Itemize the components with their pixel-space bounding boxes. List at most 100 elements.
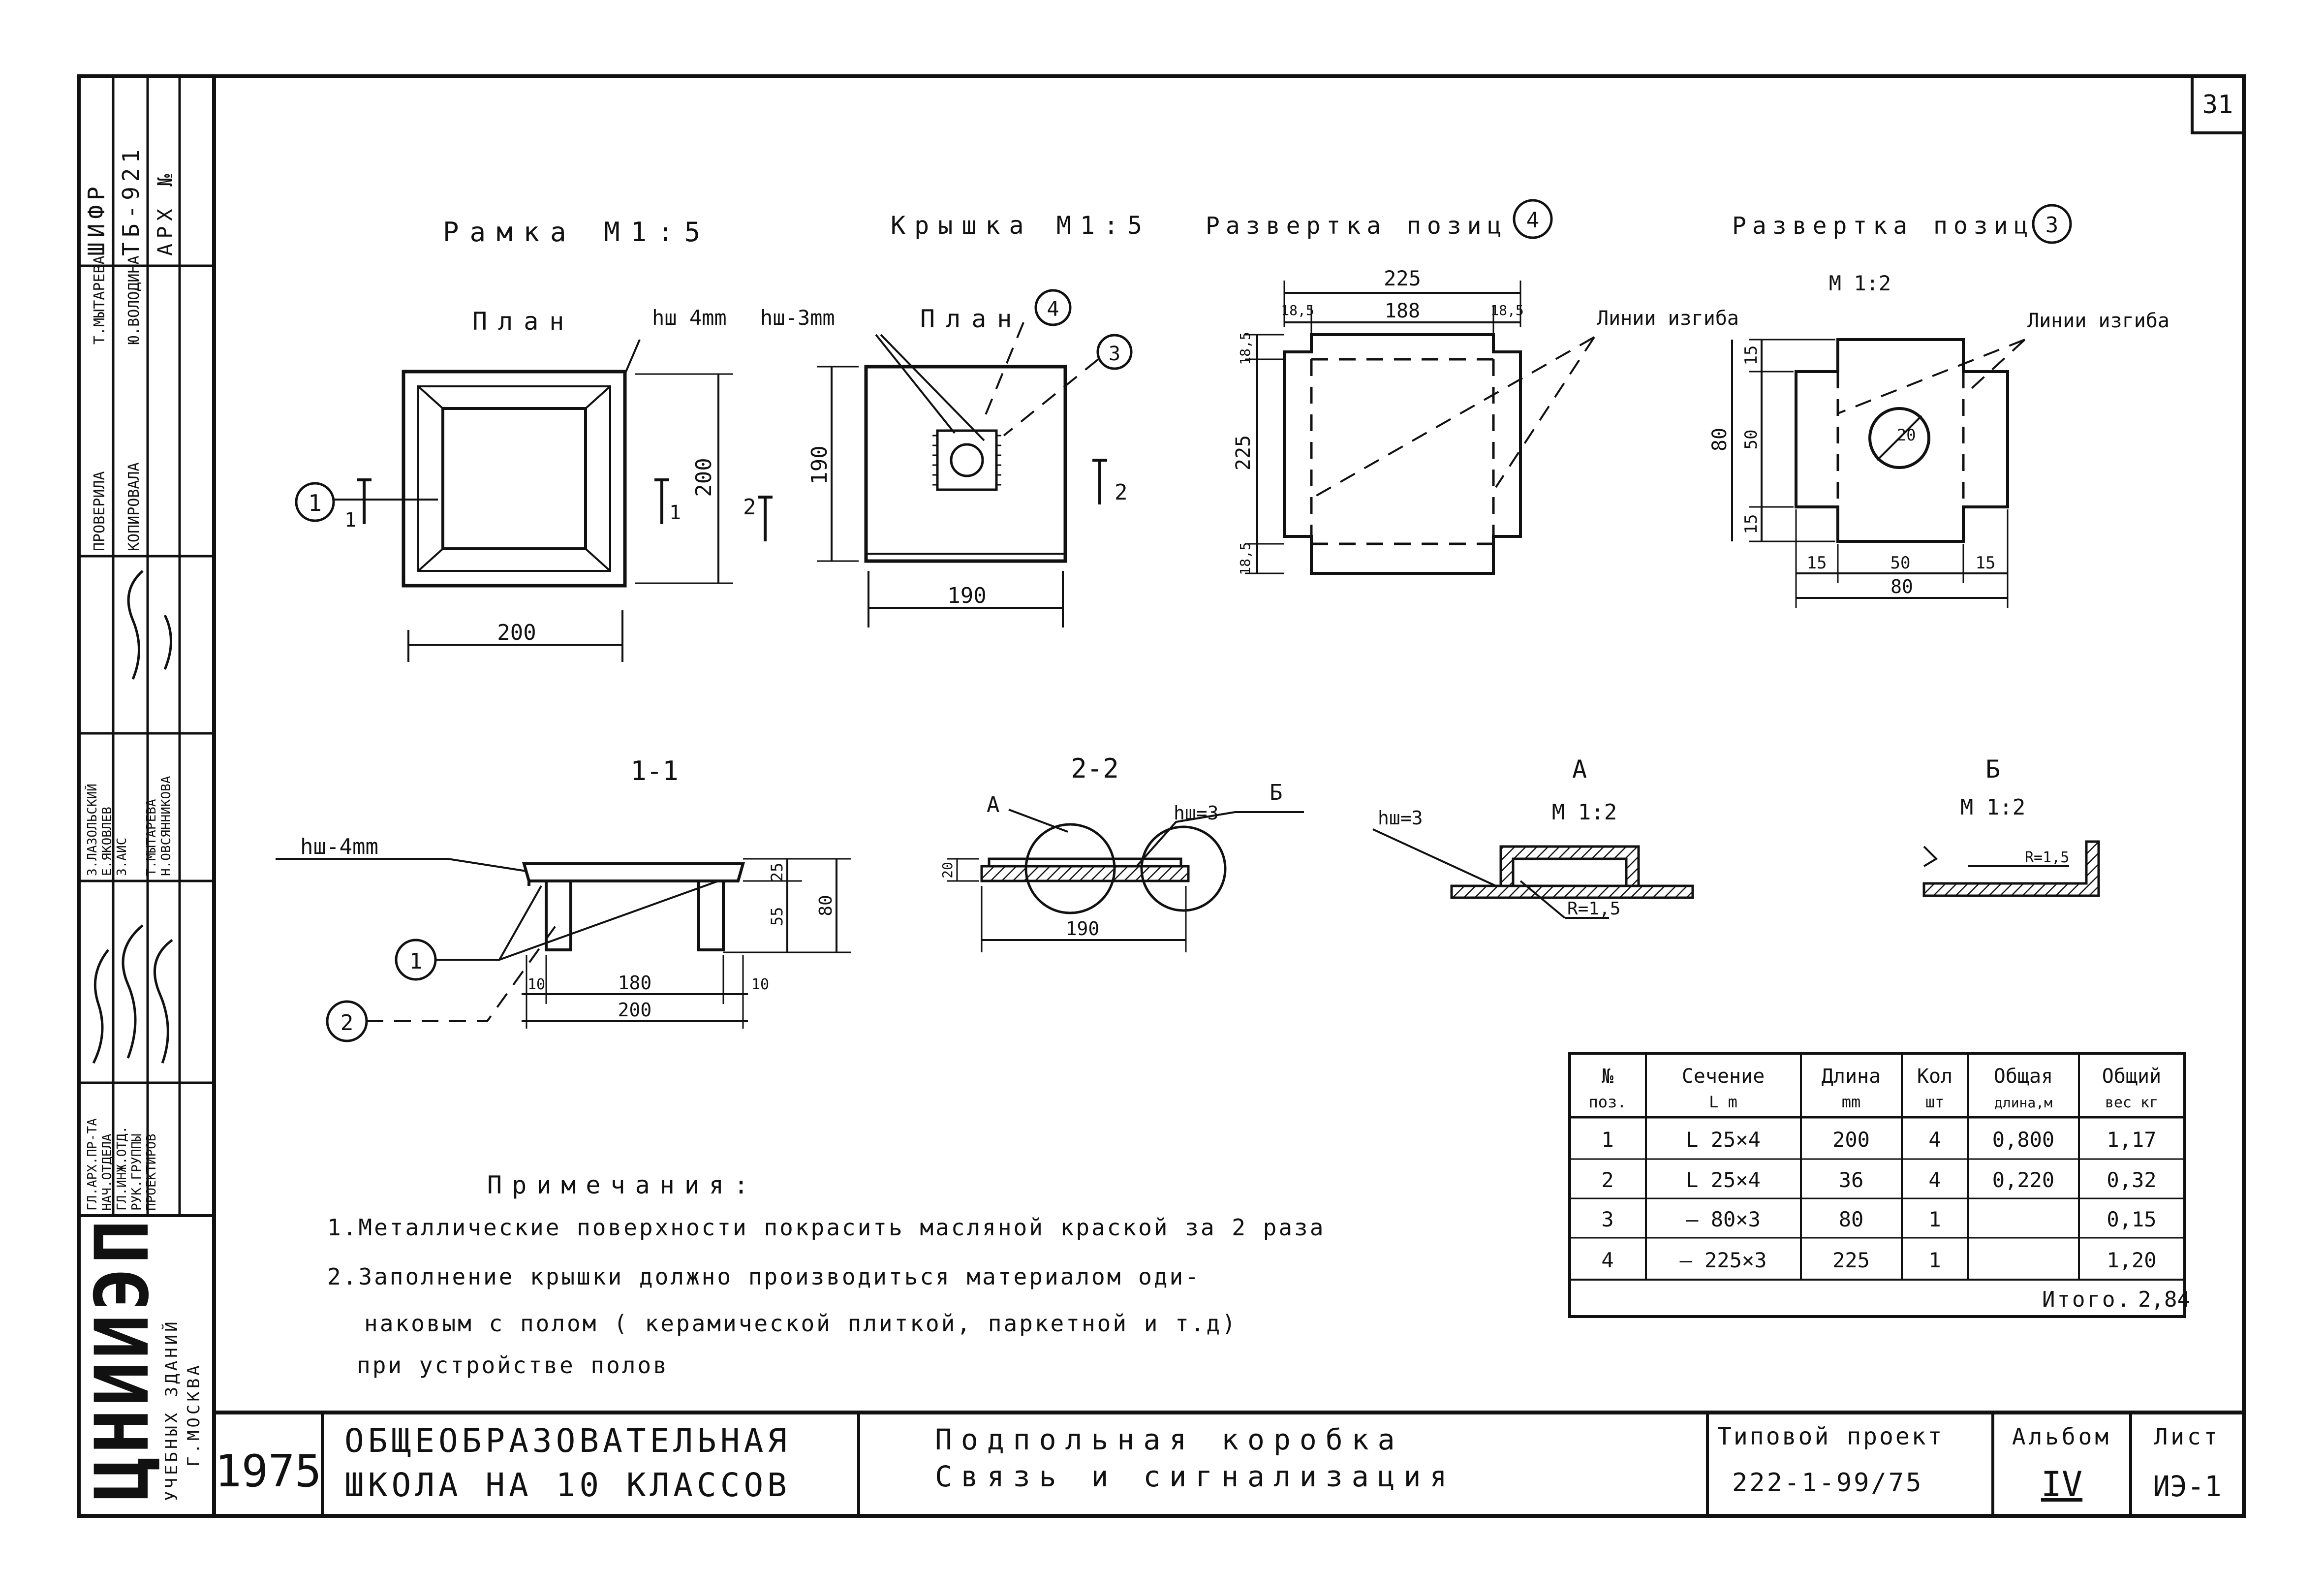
th: длина,м bbox=[1994, 1095, 2052, 1111]
frame-hw: hш 4mm bbox=[652, 306, 727, 330]
th: шт bbox=[1925, 1093, 1945, 1111]
unfold4-dim-c: 18,5 bbox=[1490, 302, 1523, 318]
s11-marker1: 1 bbox=[409, 949, 423, 974]
s11-dim-180: 180 bbox=[618, 972, 652, 994]
org-line2: Г.МОСКВА bbox=[184, 1362, 204, 1467]
s11-dim-25: 25 bbox=[768, 863, 786, 882]
notes-line: наковым с полом ( керамической плиткой, … bbox=[364, 1310, 1238, 1337]
table-total-value: 2,84 bbox=[2138, 1287, 2190, 1312]
notes-line: 2.Заполнение крышки должно производиться… bbox=[327, 1263, 1201, 1290]
section-2-2: 2-2 А Б hш=3 20 190 bbox=[939, 753, 1304, 952]
notes-line: 1.Металлические поверхности покрасить ма… bbox=[327, 1214, 1325, 1241]
th: Длина bbox=[1822, 1065, 1881, 1088]
stamp-name: Т.МЫТАРЕВА bbox=[144, 799, 159, 876]
da-hw: hш=3 bbox=[1378, 807, 1423, 829]
td: 1,20 bbox=[2107, 1248, 2156, 1272]
s11-marker2: 2 bbox=[341, 1010, 354, 1036]
unfold4-dim-h-top: 18,5 bbox=[1237, 332, 1253, 365]
s11-dim-10a: 10 bbox=[527, 976, 545, 993]
unfold3-marker: 3 bbox=[2045, 213, 2059, 238]
album-value: IV bbox=[2041, 1464, 2082, 1505]
table-row: 1 L 25×4 200 4 0,800 1,17 bbox=[1601, 1128, 2156, 1152]
td: 36 bbox=[1839, 1168, 1864, 1192]
td: 4 bbox=[1928, 1168, 1941, 1192]
org-line1: УЧЕБНЫХ ЗДАНИЙ bbox=[161, 1319, 182, 1501]
s11-title: 1-1 bbox=[630, 755, 679, 786]
cover-hw: hш-3mm bbox=[760, 306, 835, 330]
td: 1 bbox=[1928, 1207, 1941, 1231]
da-radius: R=1,5 bbox=[1567, 899, 1620, 919]
frame-dim-h: 200 bbox=[691, 458, 716, 497]
view-frame-plan: Рамка М1:5 План hш 4mm 200 200 1 1 1 bbox=[295, 217, 733, 662]
school-line2: ШКОЛА НА 10 КЛАССОВ bbox=[344, 1466, 791, 1504]
notes: Примечания: 1.Металлические поверхности … bbox=[327, 1171, 1325, 1379]
da-scale: М 1:2 bbox=[1552, 800, 1617, 825]
s11-dim-200: 200 bbox=[618, 999, 652, 1021]
project-value: 222-1-99/75 bbox=[1732, 1468, 1923, 1498]
unfold4-dim-b: 188 bbox=[1385, 300, 1420, 322]
stamp-name: Е.ЯКОВЛЕВ bbox=[100, 807, 115, 876]
th: № bbox=[1602, 1065, 1613, 1088]
stamp-arch-no: АРХ № bbox=[153, 169, 177, 256]
unfold3-dim-h-bot: 15 bbox=[1741, 514, 1761, 534]
th: Общая bbox=[1994, 1065, 2053, 1088]
sheet-value: ИЭ-1 bbox=[2153, 1470, 2222, 1503]
db-title: Б bbox=[1985, 755, 2000, 784]
unfold3-dim-total: 80 bbox=[1890, 576, 1913, 597]
s22-detail-b: Б bbox=[1270, 780, 1283, 805]
notes-line: при устройстве полов bbox=[357, 1352, 669, 1379]
album-label: Альбом bbox=[2012, 1423, 2111, 1450]
view-unfold-4: Развертка позиц 4 225 18,5 188 18,5 18,5… bbox=[1206, 199, 1739, 575]
td: 200 bbox=[1832, 1128, 1870, 1152]
unfold3-dim-h-mid: 50 bbox=[1741, 430, 1761, 450]
stamp-name: З.ЛАЗОЛЬСКИЙ bbox=[84, 784, 100, 876]
unfold3-dim-a: 15 bbox=[1807, 553, 1827, 573]
s11-dim-80: 80 bbox=[816, 895, 836, 916]
td: 1 bbox=[1601, 1128, 1613, 1152]
td: 1,17 bbox=[2107, 1128, 2156, 1152]
s11-hw: hш-4mm bbox=[300, 834, 378, 859]
td: 4 bbox=[1601, 1248, 1613, 1272]
frame-cut-right: 1 bbox=[669, 502, 681, 524]
side-stamp: ШИФР ТБ-921 АРХ № ПРОВЕРИЛА КОПИРОВАЛА Т… bbox=[79, 76, 214, 1501]
td: — 80×3 bbox=[1686, 1207, 1761, 1231]
cover-title: Крышка М1:5 bbox=[891, 211, 1151, 240]
cover-dim-w: 190 bbox=[947, 583, 986, 608]
cover-plan-label: План bbox=[920, 305, 1023, 333]
stamp-role: РУК.ГРУППЫ bbox=[129, 1133, 144, 1211]
spec-table: № поз. Сечение L m Длина mm Кол шт Общая… bbox=[1568, 1052, 2190, 1318]
frame-title: Рамка М1:5 bbox=[443, 217, 711, 248]
frame-dim-w: 200 bbox=[497, 620, 536, 645]
td: L 25×4 bbox=[1686, 1168, 1761, 1192]
stamp-check-role: КОПИРОВАЛА bbox=[125, 462, 143, 551]
th: L m bbox=[1709, 1093, 1737, 1111]
td: 0,220 bbox=[1992, 1168, 2054, 1192]
unfold3-hole: 20 bbox=[1897, 426, 1916, 444]
th: поз. bbox=[1588, 1093, 1626, 1111]
sheet-number: 31 bbox=[2202, 90, 2233, 120]
unfold3-title: Развертка позиц bbox=[1732, 212, 2034, 240]
unfold3-bend-label: Линии изгиба bbox=[2027, 310, 2169, 332]
stamp-role: ГЛ.ИНЖ.ОТД. bbox=[115, 1126, 129, 1211]
table-total-label: Итого. bbox=[2042, 1287, 2132, 1312]
cover-dim-h: 190 bbox=[807, 445, 832, 484]
notes-heading: Примечания: bbox=[487, 1171, 758, 1199]
cover-marker4: 4 bbox=[1047, 297, 1059, 321]
td: — 225×3 bbox=[1679, 1248, 1766, 1272]
stamp-role: НАЧ.ОТДЕЛА bbox=[100, 1133, 115, 1211]
sheet-label: Лист bbox=[2154, 1423, 2221, 1450]
cover-cut-right: 2 bbox=[1115, 480, 1128, 505]
td: 0,800 bbox=[1992, 1128, 2054, 1152]
stamp-role: ГЛ.АРХ.ПР-ТА bbox=[85, 1118, 100, 1211]
td: 3 bbox=[1601, 1207, 1613, 1231]
unfold4-marker: 4 bbox=[1526, 208, 1540, 233]
frame-marker: 1 bbox=[308, 490, 322, 516]
td: 225 bbox=[1832, 1248, 1870, 1272]
th: Общий bbox=[2102, 1065, 2161, 1088]
unfold3-dim-h: 80 bbox=[1708, 428, 1731, 451]
td: 80 bbox=[1839, 1207, 1864, 1231]
unfold4-dim-total: 225 bbox=[1384, 266, 1421, 290]
td: 1 bbox=[1928, 1248, 1941, 1272]
year: 1975 bbox=[215, 1445, 322, 1497]
